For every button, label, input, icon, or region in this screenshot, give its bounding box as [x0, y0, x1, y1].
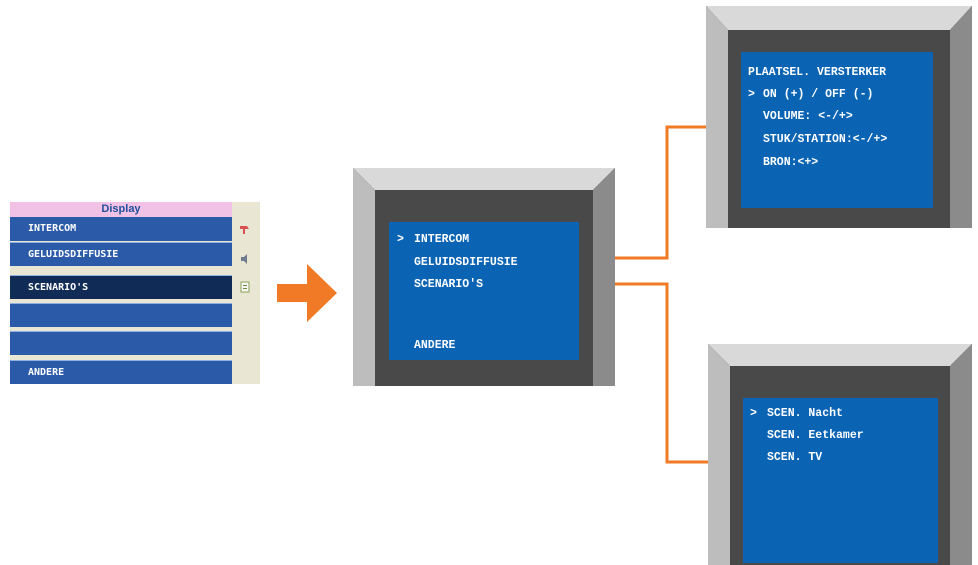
scenario-item-eetkamer[interactable]: SCEN. Eetkamer [767, 429, 864, 442]
main-cursor: > [397, 233, 404, 246]
display-panel: Display INTERCOM GELUIDSDIFFUSIE SCENARI… [10, 202, 260, 384]
tool-icon[interactable] [239, 224, 251, 236]
panel-row-intercom[interactable]: INTERCOM [10, 217, 232, 241]
main-screen: > INTERCOM GELUIDSDIFFUSIE SCENARIO'S AN… [389, 222, 579, 360]
scenario-icon[interactable] [239, 281, 251, 293]
amplifier-cursor: > [748, 88, 755, 101]
amplifier-title: PLAATSEL. VERSTERKER [748, 66, 887, 79]
scenario-screen: > SCEN. Nacht SCEN. Eetkamer SCEN. TV [743, 398, 938, 563]
scenario-item-nacht[interactable]: SCEN. Nacht [767, 407, 843, 420]
amplifier-monitor: PLAATSEL. VERSTERKER > ON (+) / OFF (-) … [706, 6, 972, 228]
scenario-cursor: > [750, 407, 757, 420]
amplifier-screen: PLAATSEL. VERSTERKER > ON (+) / OFF (-) … [741, 52, 933, 208]
panel-row-andere[interactable]: ANDERE [10, 360, 232, 384]
panel-row-empty-2[interactable] [10, 331, 232, 355]
panel-row-empty-1[interactable] [10, 303, 232, 327]
panel-row-scenarios[interactable]: SCENARIO'S [10, 275, 232, 299]
main-item-geluidsdiffusie[interactable]: GELUIDSDIFFUSIE [414, 256, 518, 269]
amplifier-item-source[interactable]: BRON:<+> [763, 156, 819, 169]
panel-row-geluidsdiffusie[interactable]: GELUIDSDIFFUSIE [10, 242, 232, 266]
main-item-scenarios[interactable]: SCENARIO'S [414, 278, 484, 291]
amplifier-item-station[interactable]: STUK/STATION:<-/+> [763, 133, 888, 146]
amplifier-item-volume[interactable]: VOLUME: <-/+> [763, 110, 853, 123]
main-monitor: > INTERCOM GELUIDSDIFFUSIE SCENARIO'S AN… [353, 168, 615, 386]
amplifier-item-onoff[interactable]: ON (+) / OFF (-) [763, 88, 874, 101]
main-item-intercom[interactable]: INTERCOM [414, 233, 470, 246]
speaker-icon[interactable] [239, 253, 251, 265]
scenario-monitor: > SCEN. Nacht SCEN. Eetkamer SCEN. TV [708, 344, 972, 565]
arrow-right-icon [277, 264, 337, 322]
scenario-item-tv[interactable]: SCEN. TV [767, 451, 823, 464]
panel-header: Display [10, 202, 232, 217]
main-item-andere[interactable]: ANDERE [414, 339, 456, 352]
